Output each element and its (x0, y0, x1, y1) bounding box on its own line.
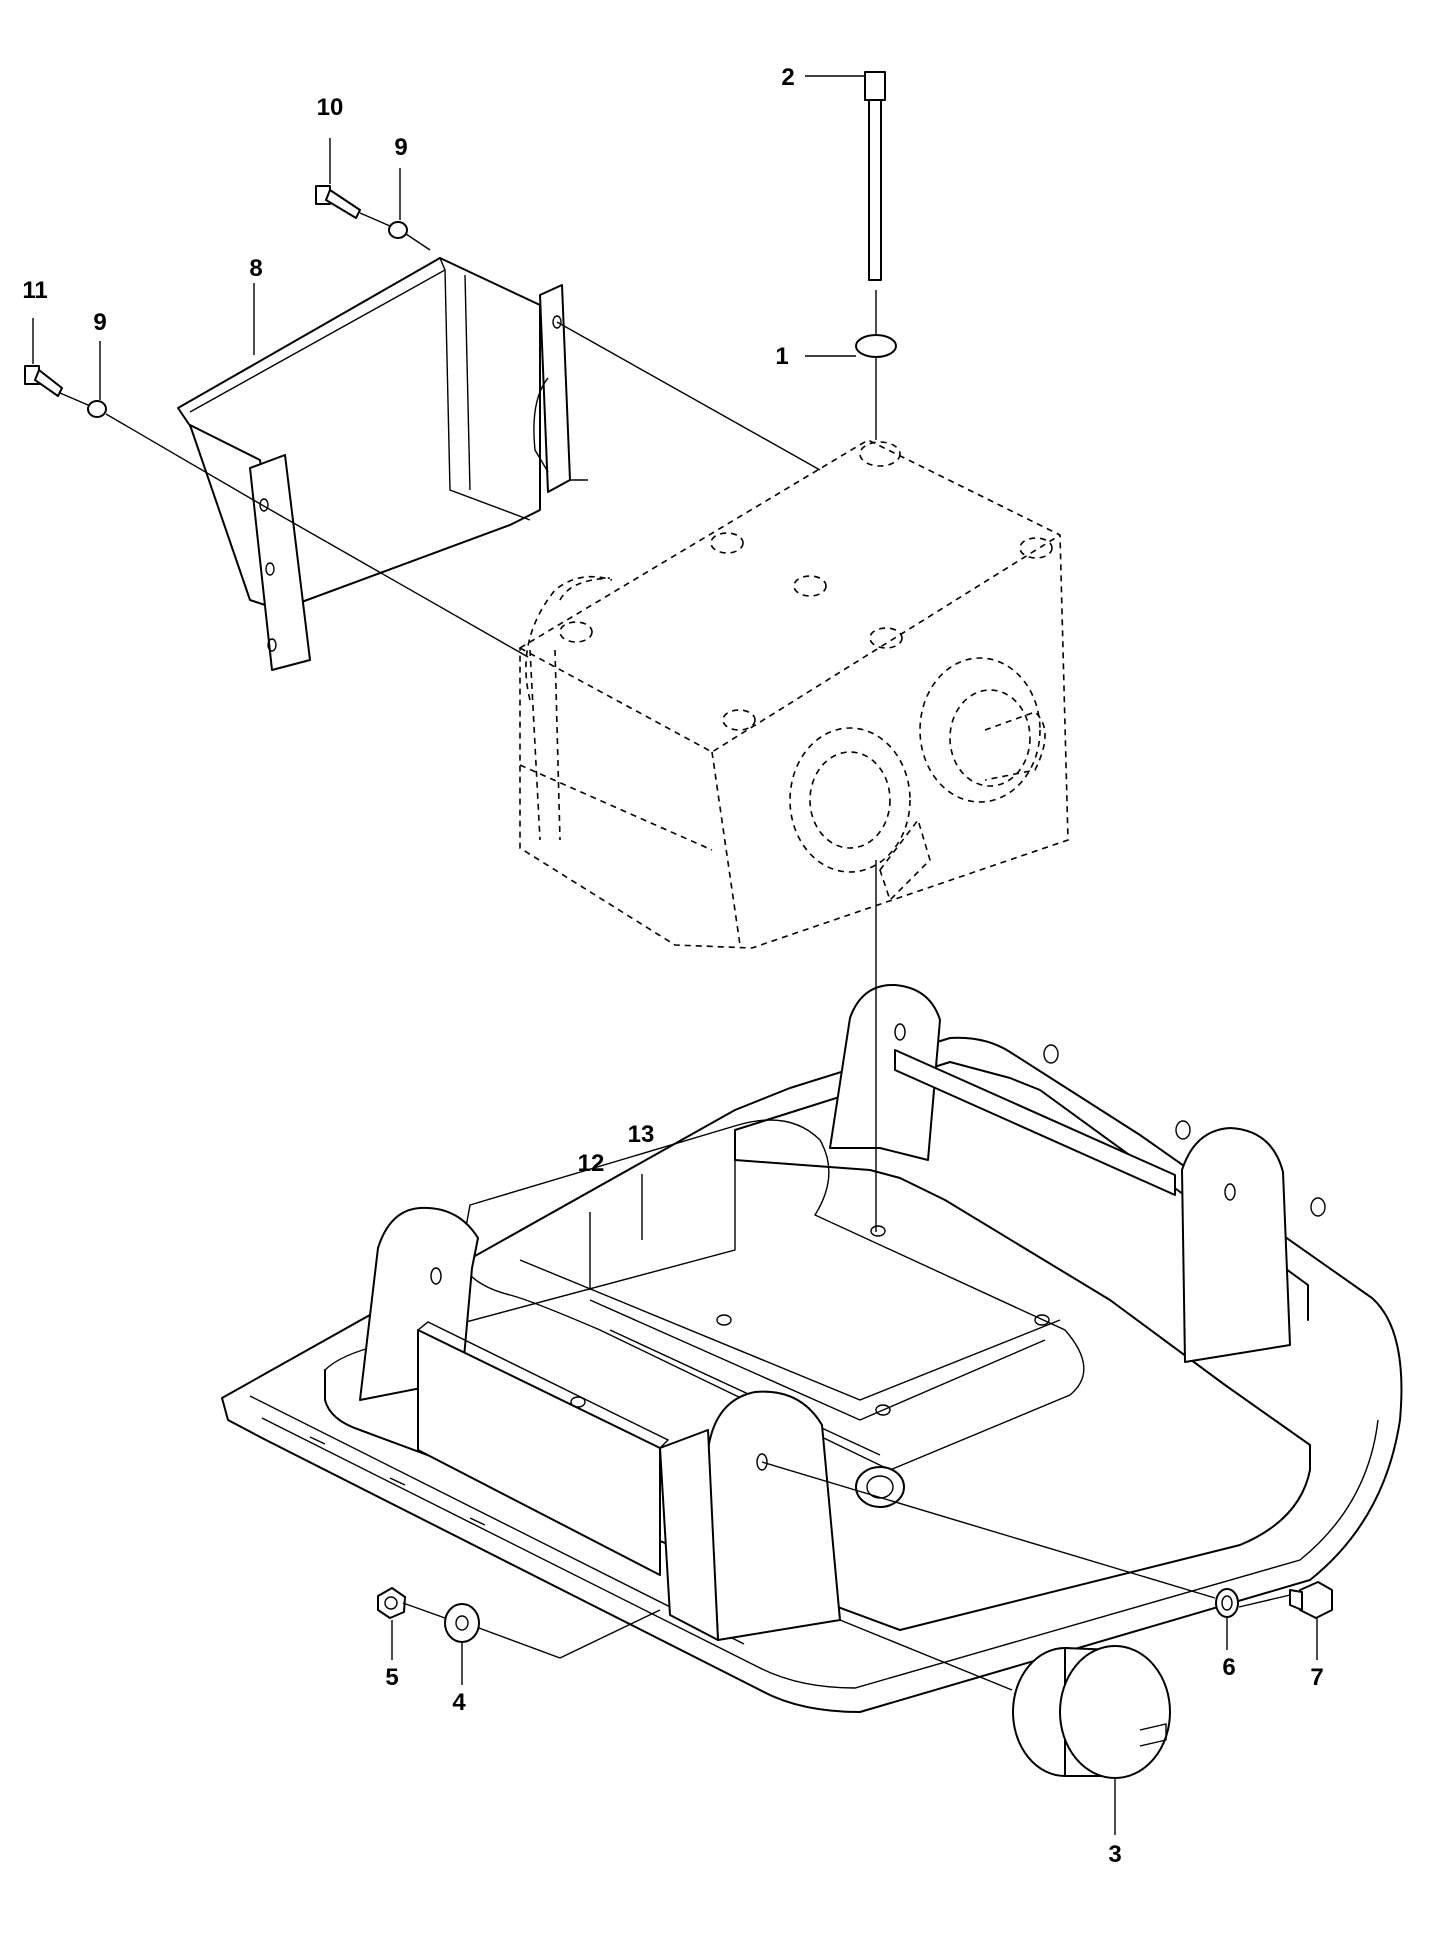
rubber-mount (1012, 1645, 1171, 1779)
callout-8: 8 (249, 255, 262, 282)
washer-9b (87, 400, 107, 418)
washer-1 (855, 334, 897, 358)
base-plate (221, 983, 1403, 1713)
leader-lines (32, 75, 1318, 1835)
callout-9b: 9 (93, 309, 106, 336)
callout-9a: 9 (394, 134, 407, 161)
bolt-2 (864, 71, 886, 281)
callout-6: 6 (1222, 1654, 1235, 1681)
gearbox-housing (519, 439, 1069, 949)
screw-11 (24, 365, 63, 397)
washer-4 (444, 1603, 480, 1643)
callout-12: 12 (578, 1150, 605, 1177)
callout-10: 10 (317, 94, 344, 121)
callout-2: 2 (781, 64, 794, 91)
belt-guard-cover (177, 257, 588, 671)
callout-labels: 1 2 3 4 5 6 7 8 9 9 10 11 12 13 (22, 64, 1323, 1868)
callout-3: 3 (1108, 1841, 1121, 1868)
callout-4: 4 (452, 1689, 466, 1716)
callout-1: 1 (775, 343, 788, 370)
callout-11: 11 (22, 277, 47, 304)
callout-5: 5 (385, 1664, 398, 1691)
nut-5 (377, 1587, 406, 1619)
callout-7: 7 (1310, 1664, 1323, 1691)
callout-13: 13 (628, 1121, 655, 1148)
screw-7 (1289, 1581, 1333, 1619)
washer-6 (1215, 1588, 1239, 1618)
screw-10 (315, 185, 361, 219)
washer-9a (388, 221, 408, 239)
